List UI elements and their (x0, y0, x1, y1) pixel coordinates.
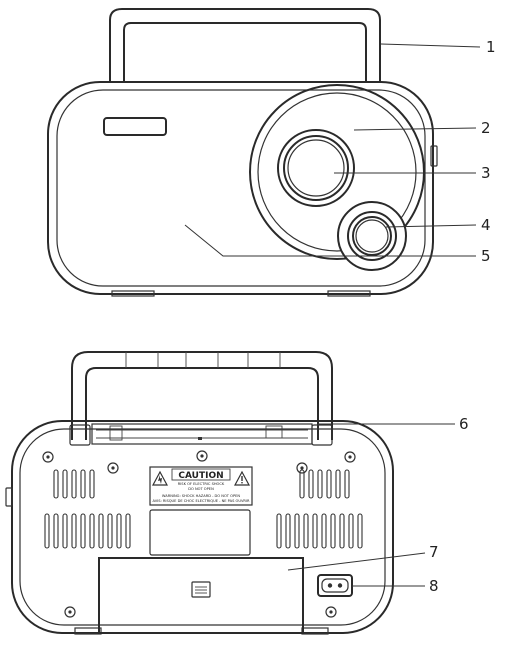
warning-triangle-icon-left (151, 470, 169, 486)
vent-slots-lower-right (276, 513, 363, 549)
caution-line-1: RISK OF ELECTRIC SHOCK (178, 482, 225, 486)
callout-5: 5 (481, 247, 491, 265)
warning-triangle-icon-right (233, 470, 251, 486)
callout-1: 1 (486, 38, 496, 56)
leader-line-4 (385, 224, 477, 228)
callout-8: 8 (429, 577, 439, 595)
front-foot-left (111, 290, 155, 297)
side-knob (430, 145, 438, 167)
leader-line-2 (353, 127, 477, 131)
callout-4: 4 (481, 216, 491, 234)
front-body-outer (47, 81, 434, 295)
leader-line-1 (380, 43, 481, 48)
vent-slots-upper-left (53, 469, 95, 499)
back-handle (69, 351, 333, 446)
vent-slots-upper-right (299, 469, 350, 499)
back-body-outer (11, 420, 394, 634)
callout-7: 7 (429, 543, 439, 561)
back-foot-left (74, 627, 102, 635)
rating-plate (149, 509, 251, 556)
vent-slots-lower-left (44, 513, 131, 549)
caution-label: CAUTION RISK OF ELECTRIC SHOCK DO NOT OP… (149, 466, 253, 506)
back-body-inner (19, 428, 386, 626)
callout-labels: 1 2 3 4 5 6 7 8 (429, 38, 496, 595)
indicator-window (103, 117, 167, 136)
top-rail (91, 423, 313, 445)
caution-line-2: DO NOT OPEN (188, 487, 214, 491)
battery-compartment-cover (98, 557, 304, 634)
volume-knob (337, 201, 407, 271)
screws (42, 450, 356, 618)
caution-line-4: AVIS: RISQUE DE CHOC ELECTRIQUE - NE PAS… (153, 499, 250, 503)
callout-3: 3 (481, 164, 491, 182)
front-view (47, 8, 481, 297)
front-handle (109, 8, 381, 82)
back-side-notch (5, 487, 13, 507)
leader-line-5 (184, 224, 476, 257)
ac-power-socket (317, 574, 353, 597)
front-body-inner (56, 89, 426, 287)
front-foot-right (327, 290, 371, 297)
back-view: CAUTION RISK OF ELECTRIC SHOCK DO NOT OP… (5, 351, 455, 635)
tuning-knob (277, 129, 355, 207)
caution-title: CAUTION (178, 471, 223, 481)
callout-6: 6 (459, 415, 469, 433)
cover-latch-icon (191, 581, 211, 598)
callout-2: 2 (481, 119, 491, 137)
speaker-grille (249, 84, 425, 260)
leader-line-7 (287, 552, 426, 571)
caution-line-3: WARNING: SHOCK HAZARD - DO NOT OPEN (162, 494, 240, 498)
